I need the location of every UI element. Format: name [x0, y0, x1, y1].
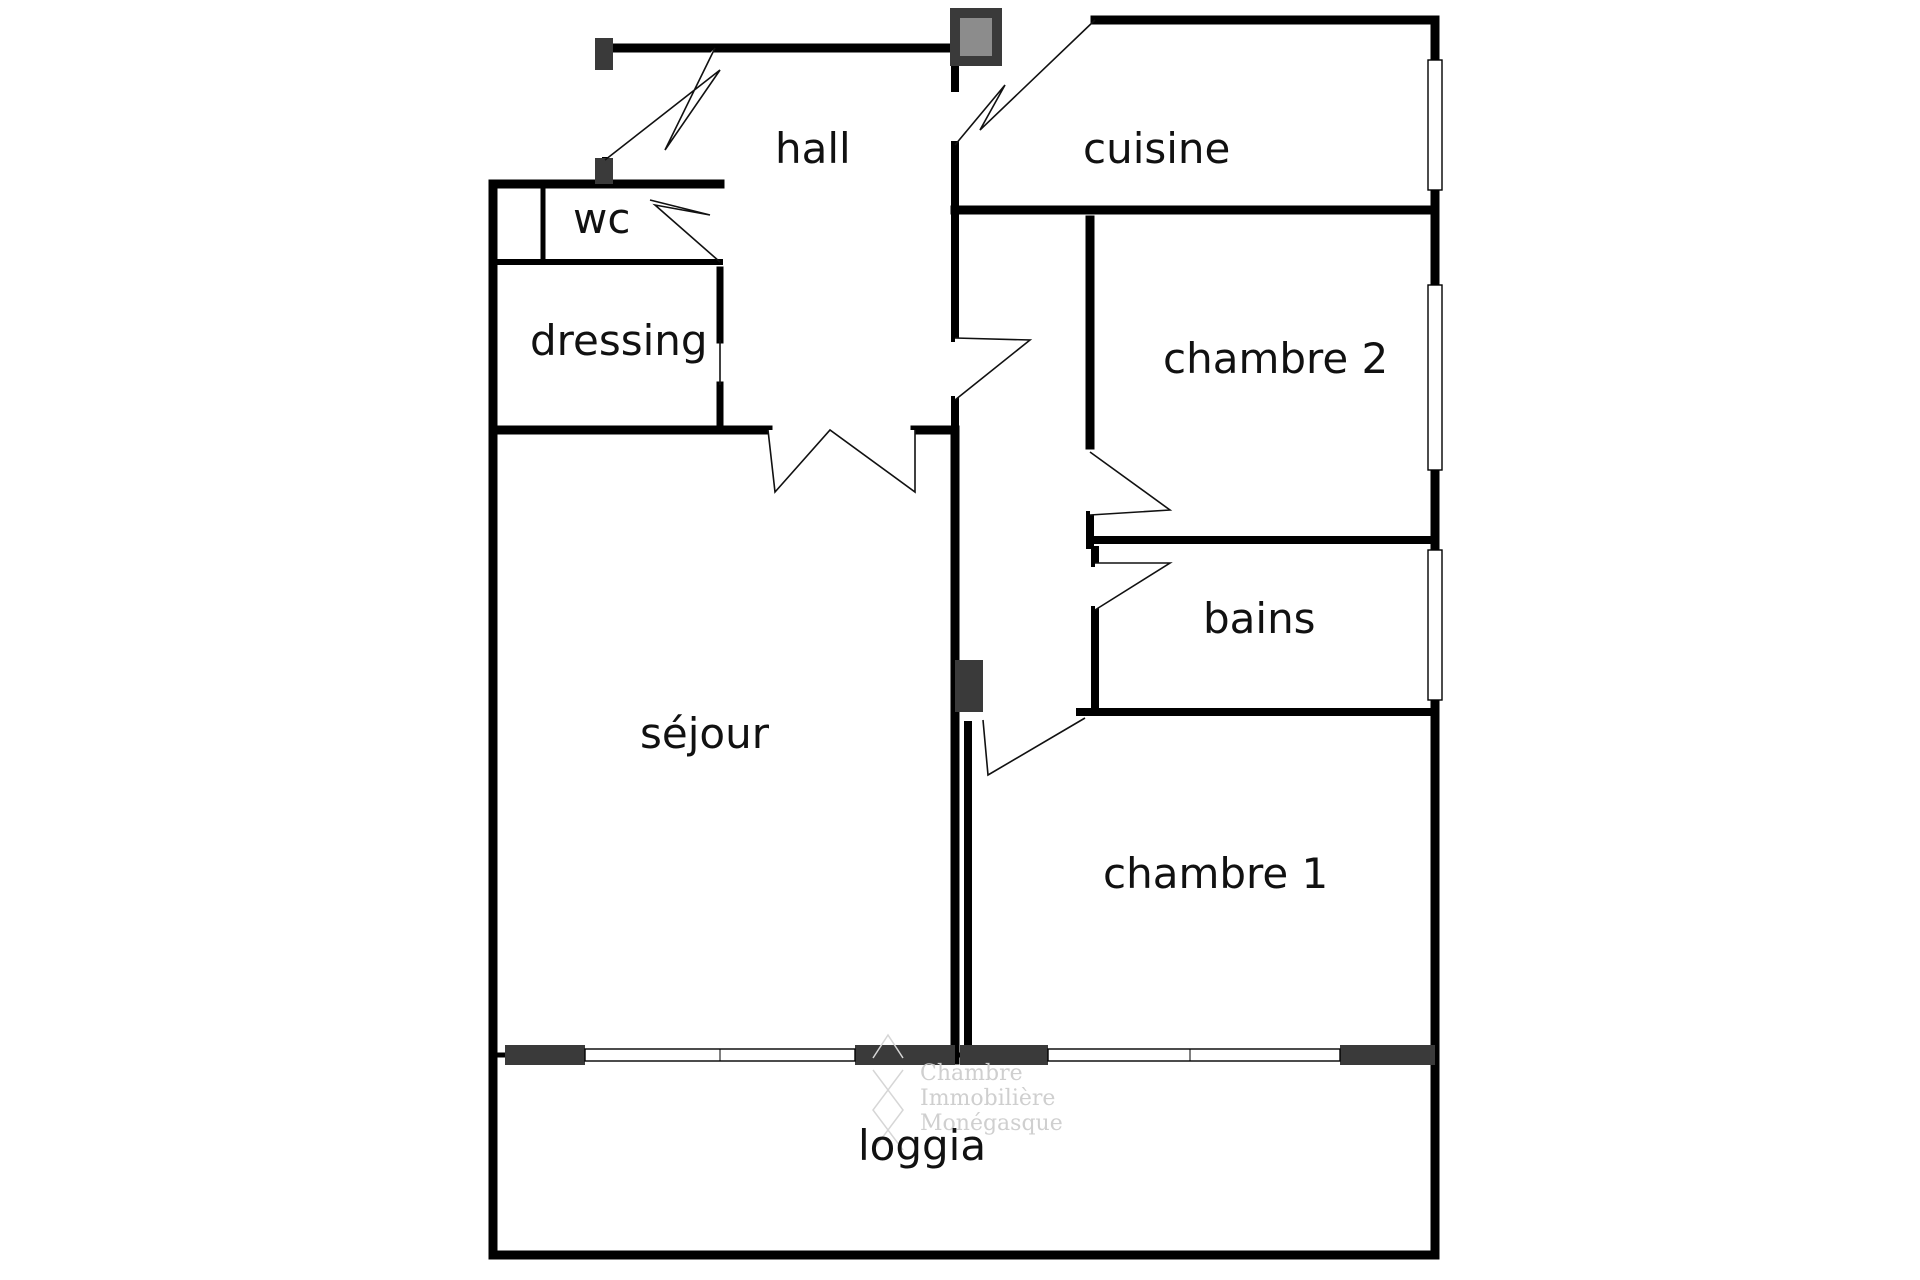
label-chambre2: chambre 2 — [1163, 334, 1388, 383]
masonry-blocks — [505, 8, 1435, 1065]
corridor-west-door — [954, 337, 1033, 401]
label-hall: hall — [775, 124, 851, 173]
wall-block-loggia-right — [1340, 1045, 1435, 1065]
label-wc: wc — [573, 194, 630, 243]
windows — [584, 59, 1443, 1062]
watermark-logo-icon — [872, 1033, 904, 1151]
wall-block-loggia-mid — [855, 1045, 955, 1065]
bains-door — [1094, 562, 1173, 611]
label-sejour: séjour — [640, 709, 770, 758]
watermark-line1: Chambre — [920, 1061, 1023, 1086]
watermark-line3: Monégasque — [920, 1111, 1063, 1136]
chambre2-door — [1089, 451, 1173, 516]
wall-block-entry — [595, 158, 613, 184]
sejour-double-door — [767, 428, 916, 494]
window-chambre2 — [1427, 284, 1443, 471]
watermark-line2: Immobilière — [920, 1086, 1055, 1111]
label-chambre1: chambre 1 — [1103, 849, 1328, 898]
entry-door — [604, 47, 721, 161]
label-loggia: loggia — [858, 1121, 986, 1170]
window-cuisine — [1427, 59, 1443, 191]
label-dressing: dressing — [530, 316, 708, 365]
chimney-inner — [960, 18, 992, 56]
wc-door — [649, 199, 721, 263]
watermark: Chambre Immobilière Monégasque — [872, 1033, 1063, 1151]
label-cuisine: cuisine — [1083, 124, 1230, 173]
interior-walls — [488, 44, 1440, 1065]
wall-block-loggia-left — [505, 1045, 585, 1065]
wall-block-nw — [595, 38, 613, 70]
chambre1-door — [982, 717, 1086, 777]
doors — [604, 19, 1173, 777]
kitchen-door — [954, 19, 1096, 146]
room-labels: hall cuisine wc dressing chambre 2 bains… — [530, 124, 1388, 1170]
wall-block-corridor — [955, 660, 983, 712]
window-chambre1-loggia — [1047, 1048, 1341, 1062]
label-bains: bains — [1203, 594, 1316, 643]
wall-block-loggia-mid2 — [960, 1045, 1048, 1065]
window-bains — [1427, 549, 1443, 701]
